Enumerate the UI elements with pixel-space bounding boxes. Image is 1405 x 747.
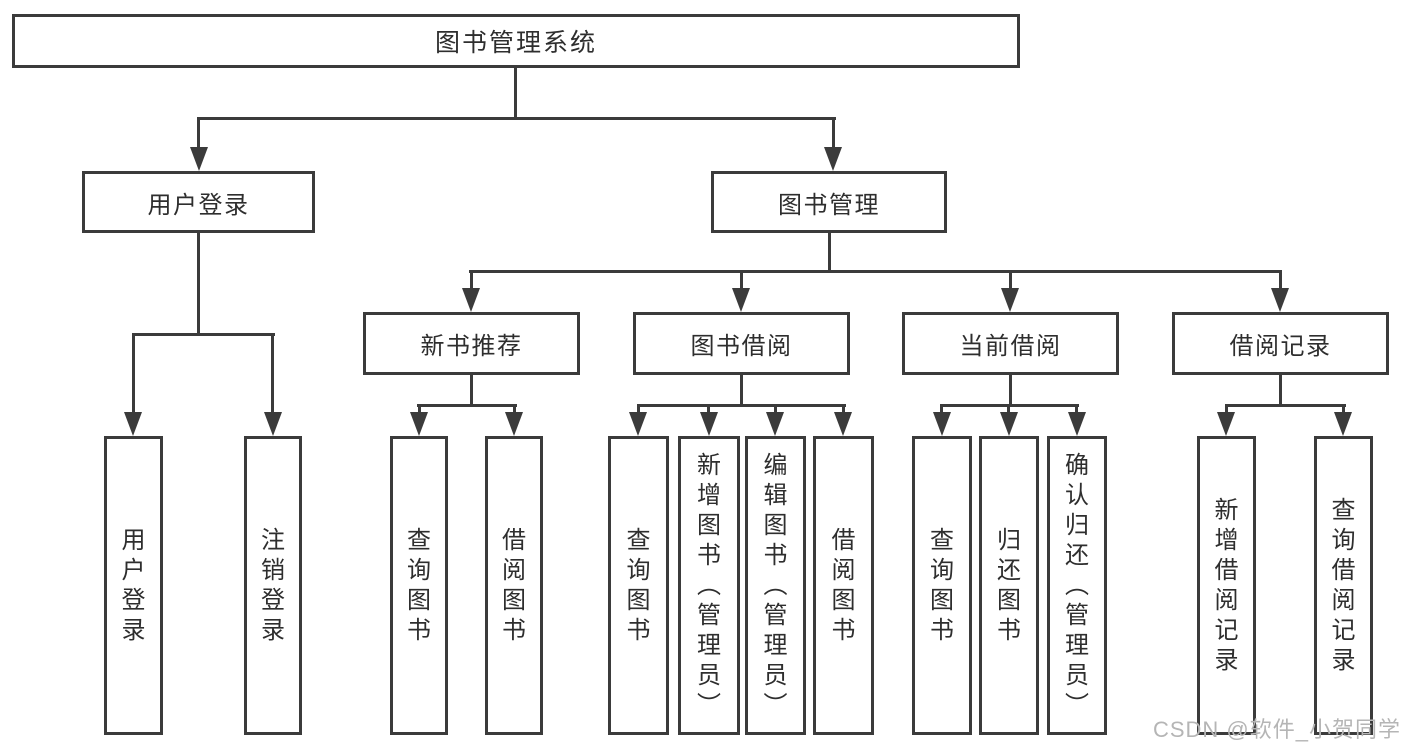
leaf-logout-label: 注销登录 [261, 526, 285, 644]
node-book-management-label: 图书管理 [778, 191, 880, 219]
node-current-borrowing: 当前借阅 [902, 312, 1119, 375]
line-vertical [774, 404, 777, 414]
line-vertical [1342, 404, 1345, 414]
line-vertical [1279, 270, 1282, 290]
leaf-bb-edit-books-admin-label: 编辑图书︵管理员︶ [763, 451, 788, 719]
node-borrowing-records-label: 借阅记录 [1229, 333, 1332, 360]
arrow-down-icon [629, 412, 647, 436]
leaf-bb-edit-books-admin: 编辑图书︵管理员︶ [745, 436, 806, 735]
arrow-down-icon [462, 288, 480, 312]
node-current-borrowing-label: 当前借阅 [959, 333, 1062, 360]
csdn-watermark: CSDN @软件_小贺同学 [1152, 717, 1401, 742]
line-vertical [740, 270, 743, 290]
arrow-down-icon [190, 147, 208, 171]
leaf-bb-borrow-books: 借阅图书 [813, 436, 874, 735]
leaf-br-add-record: 新增借阅记录 [1197, 436, 1256, 735]
line-vertical [1009, 270, 1012, 290]
node-borrowing-records: 借阅记录 [1172, 312, 1389, 375]
node-user-login: 用户登录 [82, 171, 315, 233]
arrow-down-icon [264, 412, 282, 436]
line-vertical [1225, 404, 1228, 414]
leaf-bb-add-books-admin: 新增图书︵管理员︶ [678, 436, 740, 735]
line-vertical [470, 270, 473, 290]
line-vertical [514, 67, 517, 119]
line-horizontal [637, 404, 846, 407]
line-horizontal [1225, 404, 1346, 407]
line-vertical [842, 404, 845, 414]
node-book-management: 图书管理 [711, 171, 947, 233]
line-horizontal [197, 117, 836, 120]
node-book-borrowing-label: 图书借阅 [690, 333, 793, 360]
leaf-br-add-record-label: 新增借阅记录 [1214, 496, 1239, 674]
arrow-down-icon [933, 412, 951, 436]
arrow-down-icon [766, 412, 784, 436]
line-vertical [271, 333, 274, 415]
leaf-user-login: 用户登录 [104, 436, 163, 735]
leaf-logout: 注销登录 [244, 436, 302, 735]
arrow-down-icon [124, 412, 142, 436]
line-vertical [1009, 373, 1012, 406]
leaf-cb-query-books-label: 查询图书 [930, 526, 954, 644]
line-vertical [828, 232, 831, 273]
line-vertical [637, 404, 640, 414]
arrow-down-icon [1000, 412, 1018, 436]
leaf-bb-query-books-label: 查询图书 [626, 526, 651, 644]
leaf-cb-confirm-return-admin-label: 确认归还︵管理员︶ [1065, 451, 1089, 719]
leaf-user-login-label: 用户登录 [121, 526, 146, 644]
node-book-borrowing: 图书借阅 [633, 312, 850, 375]
line-vertical [197, 117, 200, 149]
line-vertical [1075, 404, 1078, 414]
arrow-down-icon [1001, 288, 1019, 312]
leaf-bb-add-books-admin-label: 新增图书︵管理员︶ [697, 451, 721, 719]
arrow-down-icon [1217, 412, 1235, 436]
line-vertical [418, 404, 421, 414]
node-new-book-recommendation: 新书推荐 [363, 312, 580, 375]
arrow-down-icon [410, 412, 428, 436]
leaf-nbr-borrow-books: 借阅图书 [485, 436, 543, 735]
leaf-cb-return-books: 归还图书 [979, 436, 1039, 735]
line-vertical [740, 373, 743, 406]
line-vertical [132, 333, 135, 415]
arrow-down-icon [824, 147, 842, 171]
line-vertical [940, 404, 943, 414]
leaf-cb-confirm-return-admin: 确认归还︵管理员︶ [1047, 436, 1107, 735]
line-vertical [707, 404, 710, 414]
line-horizontal [469, 270, 1282, 273]
arrow-down-icon [700, 412, 718, 436]
leaf-cb-query-books: 查询图书 [912, 436, 972, 735]
arrow-down-icon [834, 412, 852, 436]
line-vertical [1007, 404, 1010, 414]
line-vertical [513, 404, 516, 414]
line-vertical [197, 232, 200, 335]
arrow-down-icon [505, 412, 523, 436]
node-root-label: 图书管理系统 [434, 29, 597, 57]
node-user-login-label: 用户登录 [147, 191, 250, 219]
arrow-down-icon [1271, 288, 1289, 312]
leaf-bb-borrow-books-label: 借阅图书 [831, 526, 856, 644]
line-vertical [1279, 373, 1282, 406]
arrow-down-icon [1334, 412, 1352, 436]
leaf-nbr-query-books-label: 查询图书 [407, 526, 431, 644]
leaf-bb-query-books: 查询图书 [608, 436, 669, 735]
line-horizontal [417, 404, 517, 407]
node-root: 图书管理系统 [12, 14, 1020, 68]
leaf-br-query-record: 查询借阅记录 [1314, 436, 1373, 735]
line-vertical [470, 373, 473, 406]
line-vertical [832, 117, 835, 149]
leaf-nbr-borrow-books-label: 借阅图书 [502, 526, 526, 644]
arrow-down-icon [732, 288, 750, 312]
node-new-book-recommendation-label: 新书推荐 [420, 333, 523, 360]
leaf-br-query-record-label: 查询借阅记录 [1331, 496, 1356, 674]
leaf-nbr-query-books: 查询图书 [390, 436, 448, 735]
arrow-down-icon [1068, 412, 1086, 436]
line-horizontal [132, 333, 275, 336]
leaf-cb-return-books-label: 归还图书 [997, 526, 1021, 644]
